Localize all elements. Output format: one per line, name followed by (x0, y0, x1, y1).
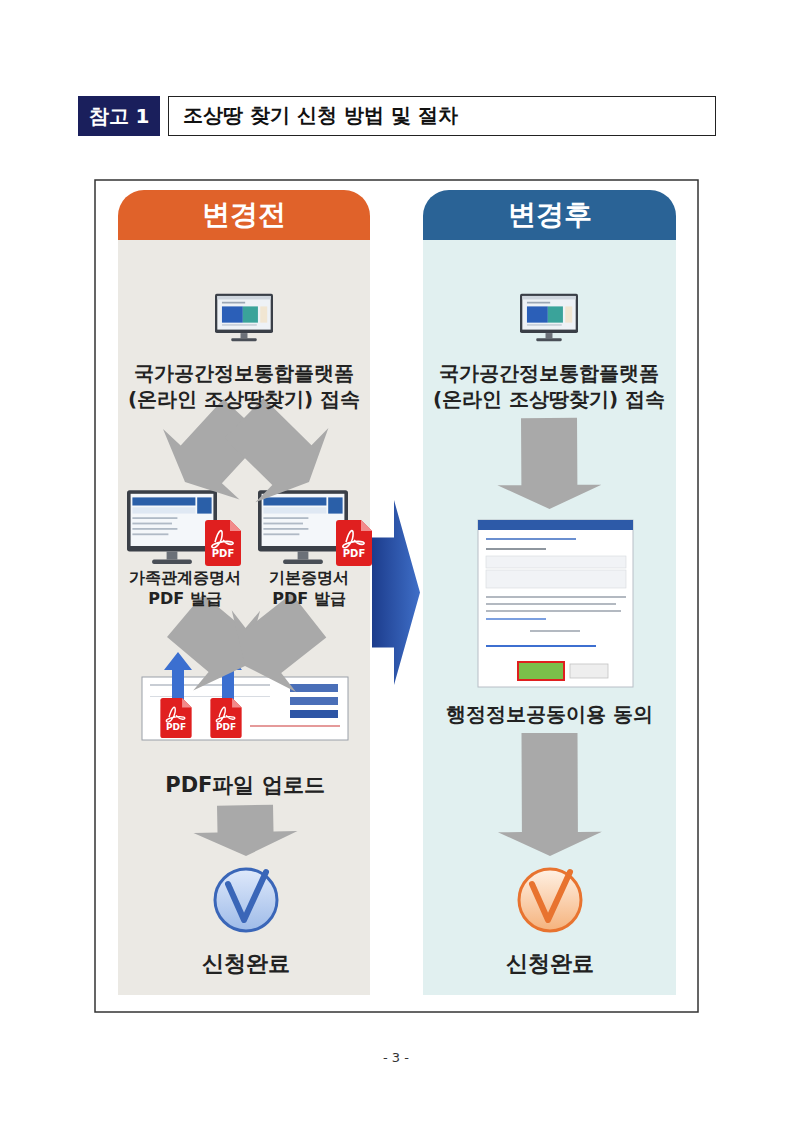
step-box: 신청완료 (180, 862, 312, 979)
process-panel: 변경후국가공간정보통합플랫폼 (온라인 조상땅찾기) 접속행정정보공동이용 동의… (423, 190, 676, 995)
step-label: 행정정보공동이용 동의 (433, 701, 666, 727)
flow-arrow (497, 418, 601, 509)
step-label: 신청완료 (180, 950, 312, 979)
pdf-badge-text: PDF (210, 722, 242, 732)
flow-arrow (224, 398, 328, 502)
flow-arrow (232, 594, 327, 692)
page-number: - 3 - (346, 1050, 446, 1065)
step-label: 국가공간정보통합플랫폼 (온라인 조상땅찾기) 접속 (431, 360, 667, 412)
process-panel: 변경전국가공간정보통합플랫폼 (온라인 조상땅찾기) 접속가족관계증명서 PDF… (118, 190, 370, 995)
title-box: 조상땅 찾기 신청 방법 및 절차 (168, 96, 716, 136)
pdf-badge-text: PDF (336, 548, 372, 559)
step-label: PDF파일 업로드 (130, 772, 360, 799)
step-label: 신청완료 (484, 950, 616, 979)
pdf-badge-text: PDF (205, 548, 241, 559)
panel-header: 변경전 (118, 190, 370, 240)
reference-tag: 참고 1 (78, 96, 160, 136)
step-box: 행정정보공동이용 동의 (433, 515, 666, 727)
flow-arrow (498, 733, 602, 856)
step-label: 가족관계증명서 PDF 발급 (122, 568, 248, 610)
step-box: 국가공간정보통합플랫폼 (온라인 조상땅찾기) 접속 (431, 280, 667, 412)
flow-arrow (194, 805, 298, 856)
step-box: 신청완료 (484, 862, 616, 979)
step-box: 국가공간정보통합플랫폼 (온라인 조상땅찾기) 접속 (126, 280, 362, 412)
transition-arrow (372, 500, 420, 685)
step-label: 국가공간정보통합플랫폼 (온라인 조상땅찾기) 접속 (126, 360, 362, 412)
panel-header: 변경후 (423, 190, 676, 240)
pdf-badge-text: PDF (160, 722, 192, 732)
step-label: 기본증명서 PDF 발급 (256, 568, 362, 610)
step-box: PDF파일 업로드 (130, 672, 360, 799)
